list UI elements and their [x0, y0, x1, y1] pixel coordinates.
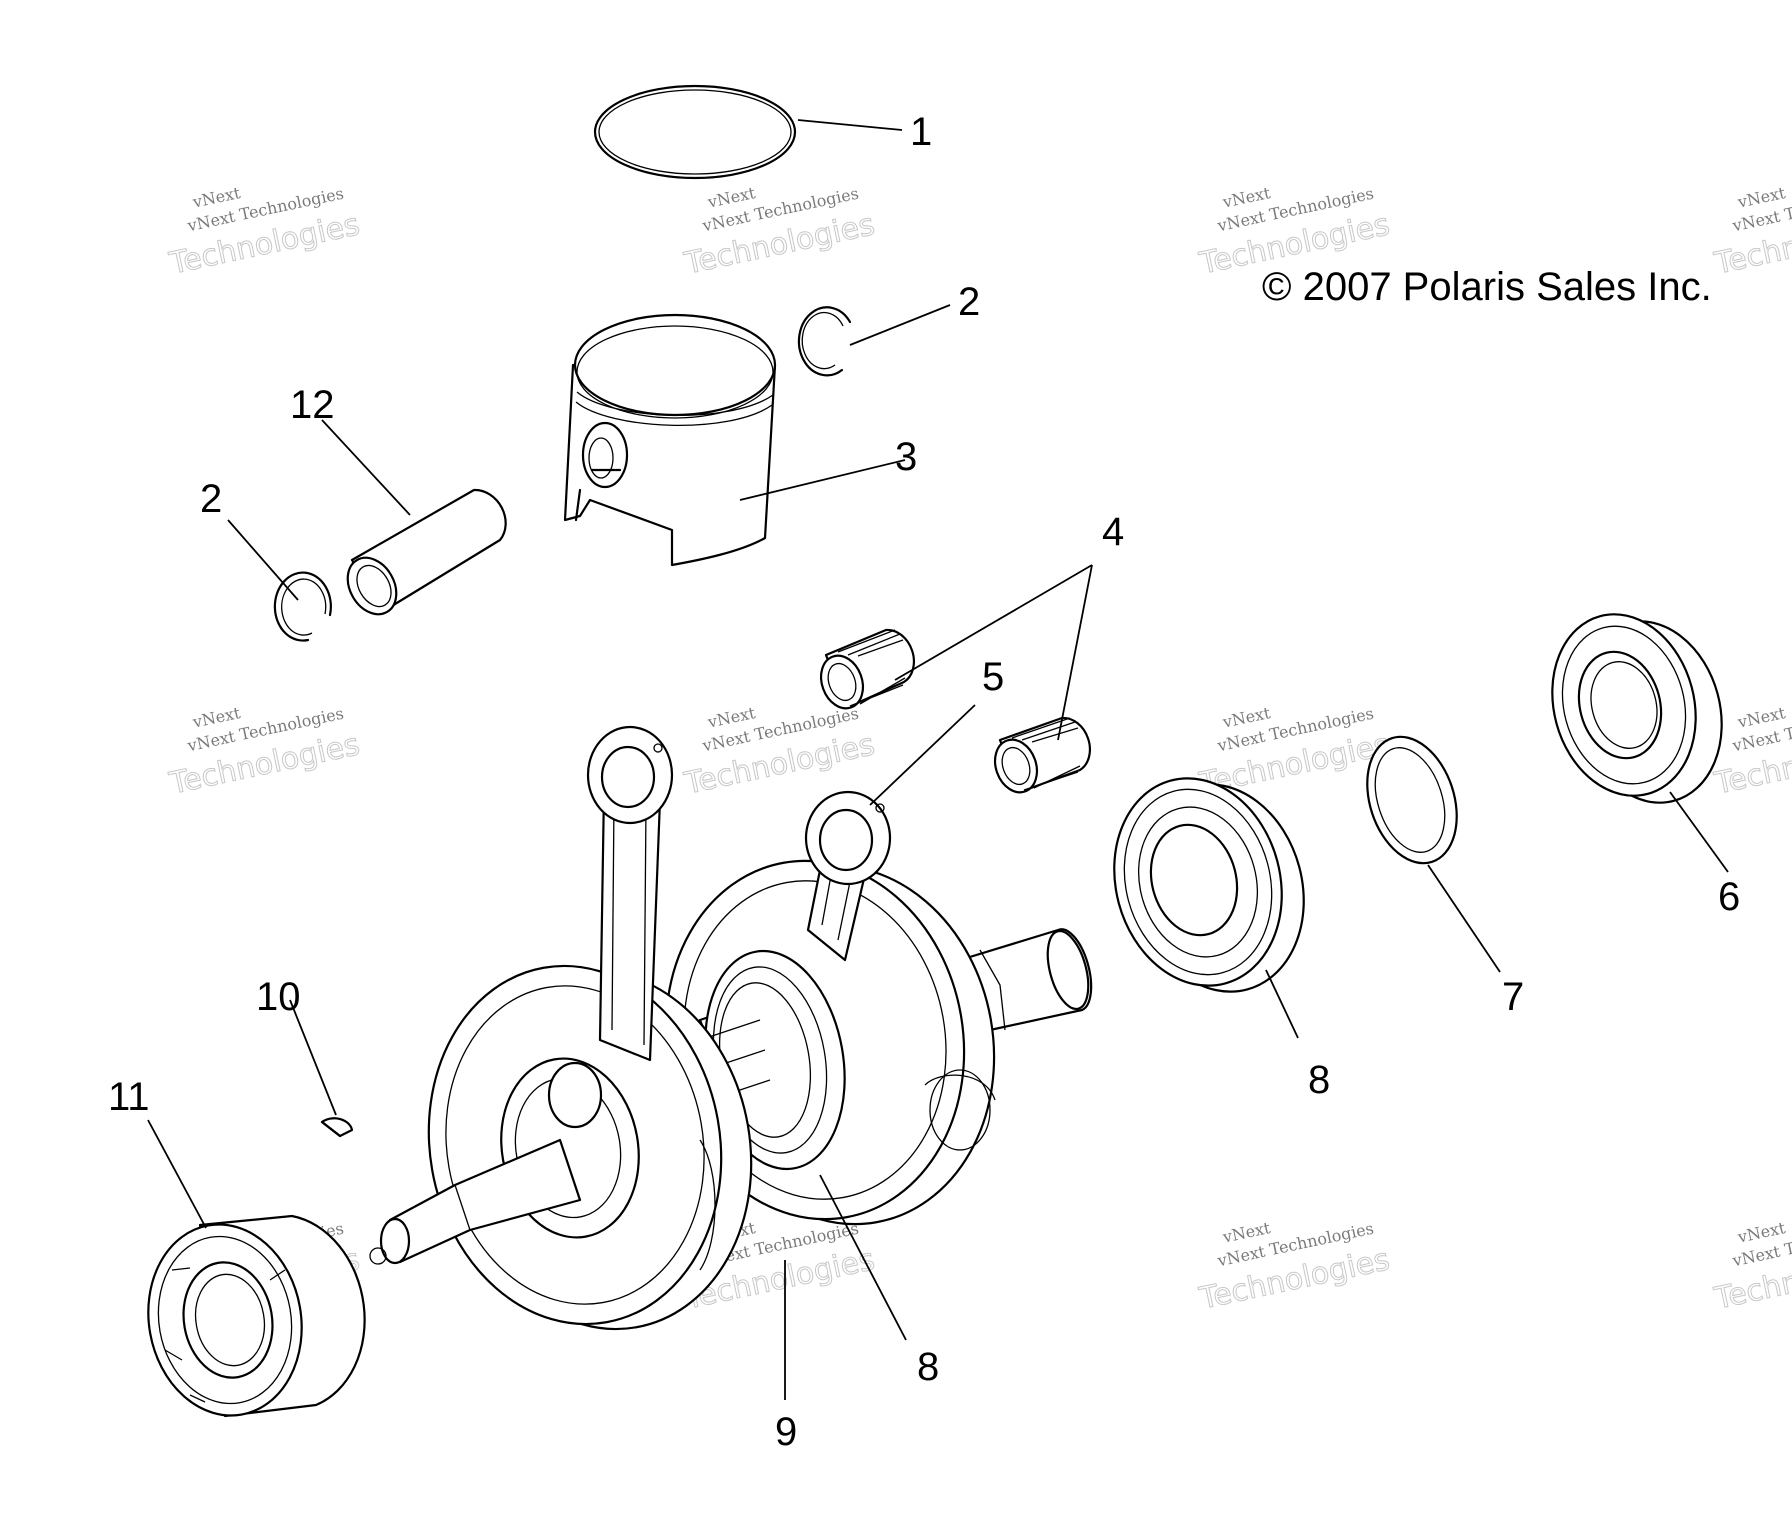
watermark-11: vNext vNext Technologies Technologies: [1195, 1218, 1393, 1317]
callout-8-bottom: 8: [917, 1345, 939, 1389]
piston-ring-part: [593, 84, 797, 180]
needle-bearing-part-a: [819, 628, 915, 710]
needle-bearing-part-b: [993, 716, 1091, 794]
watermark-5: vNext vNext Technologies Technologies: [165, 703, 363, 802]
copyright-text: © 2007 Polaris Sales Inc.: [1262, 265, 1712, 309]
circlip-part-right: [797, 306, 852, 377]
crankshaft-assembly-part: [369, 725, 1093, 1331]
seal-part: [1551, 613, 1723, 804]
piston-part: [563, 313, 777, 567]
callout-1: 1: [910, 110, 932, 154]
callout-3: 3: [895, 435, 917, 479]
callout-5: 5: [982, 655, 1004, 699]
leader-lines: [147, 119, 1729, 1400]
thrust-washer-part: [1366, 735, 1458, 865]
watermark-4: vNext vNext Technologies Technologies: [1710, 183, 1792, 282]
callout-10: 10: [256, 975, 301, 1019]
callout-12: 12: [290, 383, 335, 427]
callout-11: 11: [108, 1075, 150, 1119]
callout-9: 9: [775, 1410, 797, 1454]
callout-8-right: 8: [1308, 1058, 1330, 1102]
woodruff-key-part: [320, 1117, 354, 1138]
wrist-pin-part: [346, 488, 507, 616]
callout-4: 4: [1102, 510, 1124, 554]
callout-6: 6: [1718, 875, 1740, 919]
watermark-12: vNext vNext Technologies Technologies: [1710, 1218, 1792, 1317]
watermark-3: vNext vNext Technologies Technologies: [1195, 183, 1393, 282]
ball-bearing-part: [147, 1214, 366, 1418]
watermark-1: vNext vNext Technologies Technologies: [165, 183, 363, 282]
main-bearing-part-right: [1113, 777, 1305, 993]
callout-7: 7: [1502, 975, 1524, 1019]
watermark-7: vNext vNext Technologies Technologies: [1195, 703, 1393, 802]
callout-2-left: 2: [200, 477, 222, 521]
callout-2-right: 2: [958, 280, 980, 324]
